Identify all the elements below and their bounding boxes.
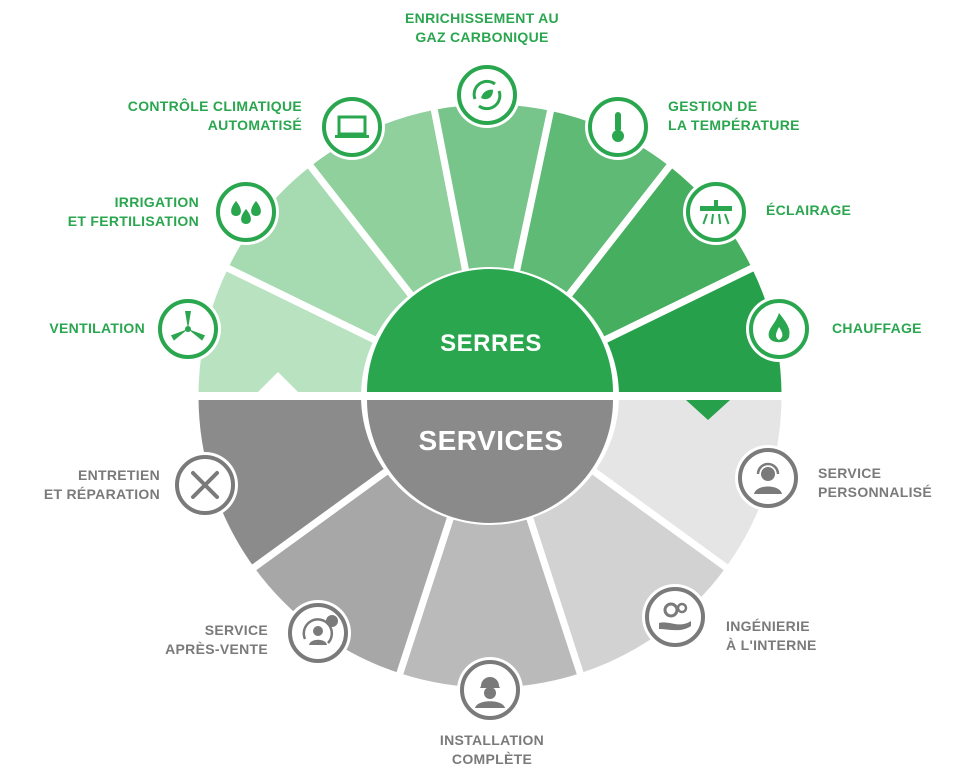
core-title-services: SERVICES [418, 425, 564, 456]
wind-turbine-icon [155, 296, 221, 362]
thermometer-icon [585, 94, 651, 160]
flame-icon [746, 296, 812, 362]
label-heating: CHAUFFAGE [832, 320, 922, 336]
core-bottom-half [367, 400, 613, 523]
label-ventilation: VENTILATION [49, 320, 145, 336]
laptop-icon [319, 94, 385, 160]
wheel-icons [155, 62, 812, 723]
notch-right [686, 400, 730, 420]
after-sales-icon [285, 600, 351, 666]
gears-hand-icon [642, 584, 708, 650]
grow-light-icon [683, 179, 749, 245]
core-title-serres: SERRES [440, 330, 542, 357]
co2-cycle-icon [454, 62, 520, 128]
wheel-notches [258, 372, 730, 420]
laptop-icon-ring [322, 97, 382, 157]
grow-light-icon-ring [686, 182, 746, 242]
water-drops-icon [213, 179, 279, 245]
label-lighting: ÉCLAIRAGE [766, 202, 852, 218]
wrench-screwdriver-icon [172, 452, 238, 518]
wheel-core [361, 267, 619, 525]
notch-left [258, 372, 298, 392]
core-top-half [367, 269, 613, 392]
headset-agent-icon [735, 445, 801, 511]
hard-hat-worker-icon [457, 657, 523, 723]
gears-hand-icon-ring [645, 587, 705, 647]
